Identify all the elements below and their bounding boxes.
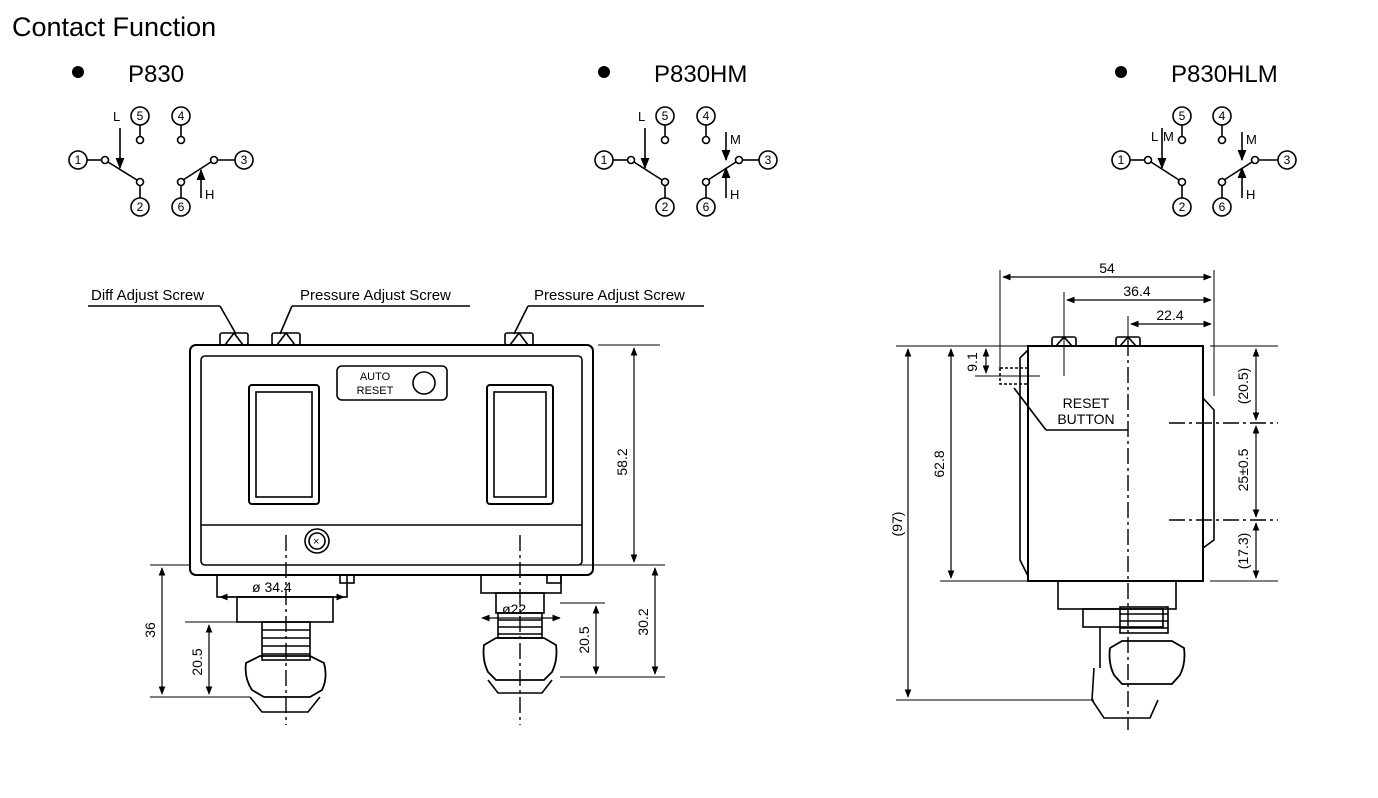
terminal-2: 2	[662, 200, 669, 214]
terminal-1: 1	[601, 153, 608, 167]
dim-20-5-left: 20.5	[189, 648, 205, 675]
terminal-6: 6	[1219, 200, 1226, 214]
variant-name: P830HM	[654, 61, 747, 88]
side-view-drawing: 54 36.4 22.4 RESET BUTTON 9.1 62.8 (97) …	[889, 260, 1278, 730]
variant-name: P830	[128, 61, 184, 88]
label-h: H	[205, 187, 214, 202]
label-m: M	[1163, 129, 1174, 144]
dim-22-4: 22.4	[1156, 307, 1183, 323]
terminal-6: 6	[703, 200, 710, 214]
front-view-drawing: × Diff Adjust Screw Pressure Adjust Scre…	[88, 287, 704, 725]
terminal-5: 5	[662, 109, 669, 123]
reset-button-label-2: BUTTON	[1057, 411, 1114, 427]
variant-p830: P830	[68, 61, 254, 217]
page-title: Contact Function	[12, 12, 216, 42]
terminal-3: 3	[1284, 153, 1291, 167]
dim-17-3: (17.3)	[1235, 533, 1251, 570]
terminal-6: 6	[178, 200, 185, 214]
variant-name: P830HLM	[1171, 61, 1278, 88]
bullet-icon	[72, 66, 84, 78]
dim-20-5-right: 20.5	[576, 626, 592, 653]
terminal-1: 1	[75, 153, 82, 167]
terminal-3: 3	[241, 153, 248, 167]
terminal-4: 4	[703, 109, 710, 123]
terminal-3: 3	[765, 153, 772, 167]
label-h: H	[1246, 187, 1255, 202]
variant-p830hm: P830HM 1 5	[594, 61, 778, 217]
variant-p830hlm: P830HLM 1 5	[1111, 61, 1297, 217]
dim-36: 36	[142, 622, 158, 638]
terminal-5: 5	[1179, 109, 1186, 123]
dim-dia-34-4: ø 34.4	[252, 579, 292, 595]
dim-97: (97)	[889, 512, 905, 537]
terminal-4: 4	[1219, 109, 1226, 123]
label-m: M	[1246, 132, 1257, 147]
reset-label: RESET	[357, 385, 394, 397]
label-l: L	[638, 109, 645, 124]
dim-9-1: 9.1	[964, 352, 980, 372]
dim-54: 54	[1099, 260, 1115, 276]
label-l: L	[113, 109, 120, 124]
dim-20-5-side: (20.5)	[1235, 368, 1251, 405]
screw-x-icon: ×	[313, 536, 319, 548]
terminal-5: 5	[137, 109, 144, 123]
dim-25: 25±0.5	[1235, 448, 1251, 491]
bullet-icon	[1115, 66, 1127, 78]
callout-pressure-adjust-2: Pressure Adjust Screw	[534, 287, 685, 304]
dim-36-4: 36.4	[1123, 283, 1150, 299]
label-l: L	[1151, 129, 1158, 144]
terminal-2: 2	[1179, 200, 1186, 214]
terminal-2: 2	[137, 200, 144, 214]
bullet-icon	[598, 66, 610, 78]
callout-pressure-adjust-1: Pressure Adjust Screw	[300, 287, 451, 304]
dim-58-2: 58.2	[614, 448, 630, 475]
auto-label: AUTO	[360, 371, 391, 383]
reset-button-label-1: RESET	[1063, 395, 1110, 411]
dim-dia-22: ø22	[502, 601, 526, 617]
dim-30-2: 30.2	[635, 608, 651, 635]
callout-diff-adjust: Diff Adjust Screw	[91, 287, 204, 304]
label-h: H	[730, 187, 739, 202]
terminal-4: 4	[178, 109, 185, 123]
dim-62-8: 62.8	[931, 450, 947, 477]
terminal-1: 1	[1118, 153, 1125, 167]
label-m: M	[730, 132, 741, 147]
